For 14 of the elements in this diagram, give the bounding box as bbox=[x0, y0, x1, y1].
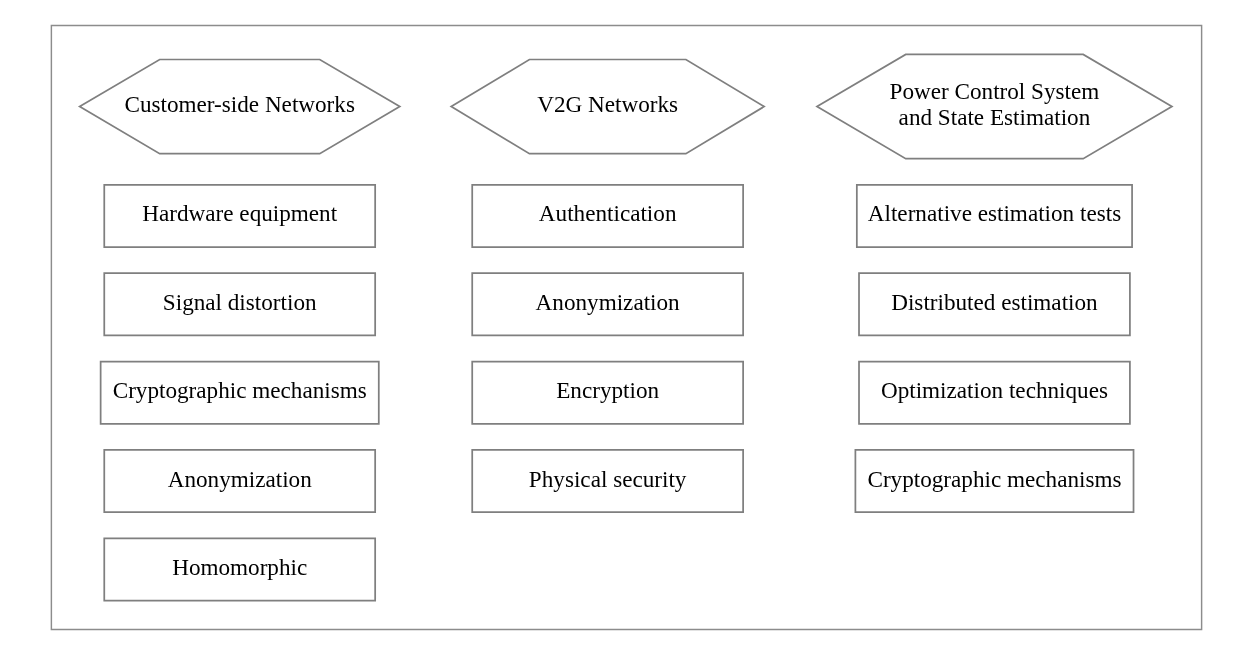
node-box: Alternative estimation tests bbox=[855, 183, 1133, 248]
node-box: Encryption bbox=[471, 360, 744, 425]
node-box: Anonymization bbox=[103, 449, 377, 514]
node-box: Homomorphic bbox=[103, 537, 377, 602]
cluster bbox=[50, 24, 1203, 631]
node-box: Distributed estimation bbox=[858, 272, 1131, 337]
node-box: Physical security bbox=[471, 449, 744, 514]
node-box: Signal distortion bbox=[103, 272, 377, 337]
node-box: Anonymization bbox=[471, 272, 744, 337]
node-box: Cryptographic mechanisms bbox=[99, 360, 380, 425]
node-box: Cryptographic mechanisms bbox=[854, 449, 1135, 514]
node-box: Authentication bbox=[471, 183, 744, 248]
node-box: Hardware equipment bbox=[103, 183, 377, 248]
node-box: Optimization techniques bbox=[858, 360, 1131, 425]
